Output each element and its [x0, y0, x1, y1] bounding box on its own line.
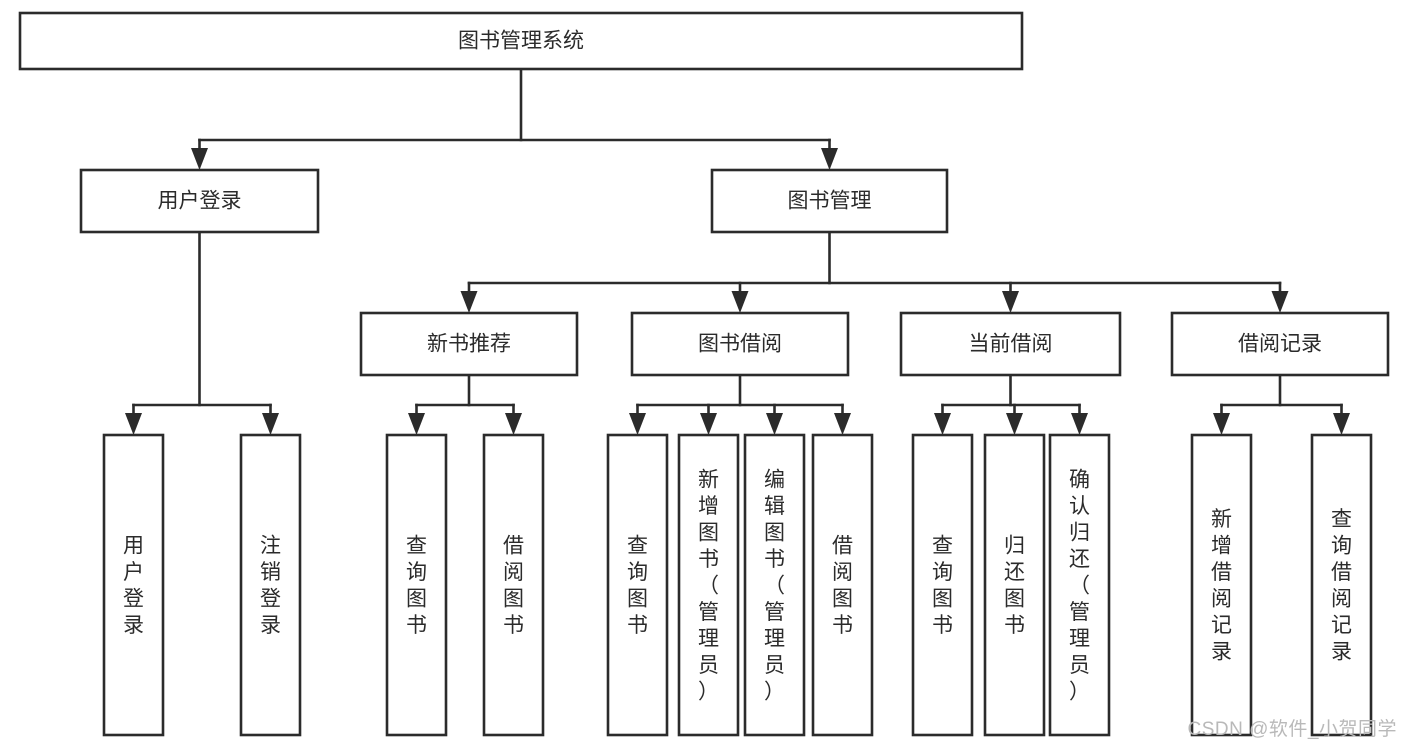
node-box — [1190, 433, 1253, 737]
node-leaf-borrow-book-b[interactable]: 借阅图书 — [811, 433, 874, 737]
node-box — [630, 311, 850, 377]
arrow-head-icon — [821, 148, 838, 170]
arrow-head-icon — [262, 413, 279, 435]
node-label: 用户登录 — [158, 190, 242, 213]
node-box — [79, 168, 320, 234]
node-box — [811, 433, 874, 737]
arrow-head-icon — [1071, 413, 1088, 435]
edge-layer — [125, 67, 1350, 435]
arrow-head-icon — [700, 413, 717, 435]
node-box — [482, 433, 545, 737]
node-box — [239, 433, 302, 737]
node-leaf-borrow-book-a[interactable]: 借阅图书 — [482, 433, 545, 737]
arrow-head-icon — [934, 413, 951, 435]
node-leaf-query-record[interactable]: 查询借阅记录 — [1310, 433, 1373, 737]
node-label: 当前借阅 — [969, 333, 1053, 356]
arrow-head-icon — [505, 413, 522, 435]
arrow-head-icon — [460, 291, 478, 313]
node-box — [359, 311, 579, 377]
node-label: 新书推荐 — [427, 333, 511, 356]
node-leaf-add-record[interactable]: 新增借阅记录 — [1190, 433, 1253, 737]
node-box — [710, 168, 949, 234]
node-user-login[interactable]: 用户登录 — [79, 168, 320, 234]
node-label: 图书管理系统 — [458, 30, 584, 53]
arrow-head-icon — [629, 413, 646, 435]
node-label: 查询图书 — [406, 535, 427, 638]
arrow-head-icon — [1006, 413, 1023, 435]
node-box — [102, 433, 165, 737]
arrow-head-icon — [1333, 413, 1350, 435]
node-leaf-query-book-b[interactable]: 查询图书 — [606, 433, 669, 737]
node-box — [983, 433, 1046, 737]
node-label: 查询图书 — [932, 535, 953, 638]
node-leaf-edit-book[interactable]: 编辑图书（管理员） — [743, 433, 806, 737]
node-label: 确认归还（管理员） — [1069, 468, 1090, 703]
node-label: 用户登录 — [123, 535, 144, 638]
node-label: 图书借阅 — [698, 333, 782, 356]
node-leaf-user-logout[interactable]: 注销登录 — [239, 433, 302, 737]
node-leaf-return-book[interactable]: 归还图书 — [983, 433, 1046, 737]
node-layer: 图书管理系统用户登录图书管理新书推荐图书借阅当前借阅借阅记录用户登录注销登录查询… — [18, 11, 1390, 737]
node-label: 图书管理 — [788, 190, 872, 213]
node-box — [606, 433, 669, 737]
node-book-borrow[interactable]: 图书借阅 — [630, 311, 850, 377]
watermark-text: CSDN @软件_小贺同学 — [1187, 719, 1397, 740]
node-leaf-query-book-c[interactable]: 查询图书 — [911, 433, 974, 737]
node-box — [911, 433, 974, 737]
node-leaf-confirm-return[interactable]: 确认归还（管理员） — [1048, 433, 1111, 737]
node-box — [385, 433, 448, 737]
node-leaf-add-book[interactable]: 新增图书（管理员） — [677, 433, 740, 737]
node-box — [677, 433, 740, 737]
node-box — [1048, 433, 1111, 737]
arrow-head-icon — [1271, 291, 1289, 313]
node-label: 借阅图书 — [503, 535, 524, 638]
node-leaf-user-login[interactable]: 用户登录 — [102, 433, 165, 737]
node-label: 注销登录 — [260, 535, 281, 638]
arrow-head-icon — [766, 413, 783, 435]
node-box — [1310, 433, 1373, 737]
node-leaf-query-book-a[interactable]: 查询图书 — [385, 433, 448, 737]
node-book-mgmt[interactable]: 图书管理 — [710, 168, 949, 234]
arrow-head-icon — [408, 413, 425, 435]
node-borrow-record[interactable]: 借阅记录 — [1170, 311, 1390, 377]
node-new-book-rec[interactable]: 新书推荐 — [359, 311, 579, 377]
node-label: 查询图书 — [627, 535, 648, 638]
node-label: 新增借阅记录 — [1211, 508, 1232, 664]
node-current-borrow[interactable]: 当前借阅 — [899, 311, 1122, 377]
node-label: 归还图书 — [1004, 535, 1025, 638]
node-box — [1170, 311, 1390, 377]
node-box — [18, 11, 1024, 71]
arrow-head-icon — [1002, 291, 1019, 313]
node-label: 查询借阅记录 — [1331, 508, 1352, 664]
arrow-head-icon — [191, 148, 208, 170]
node-box — [743, 433, 806, 737]
arrow-head-icon — [834, 413, 851, 435]
node-label: 借阅图书 — [832, 535, 853, 638]
node-root[interactable]: 图书管理系统 — [18, 11, 1024, 71]
arrow-head-icon — [125, 413, 142, 435]
arrow-head-icon — [731, 291, 749, 313]
node-box — [899, 311, 1122, 377]
arrow-head-icon — [1213, 413, 1230, 435]
node-label: 新增图书（管理员） — [698, 468, 719, 703]
node-label: 编辑图书（管理员） — [764, 468, 785, 703]
node-label: 借阅记录 — [1238, 333, 1322, 356]
